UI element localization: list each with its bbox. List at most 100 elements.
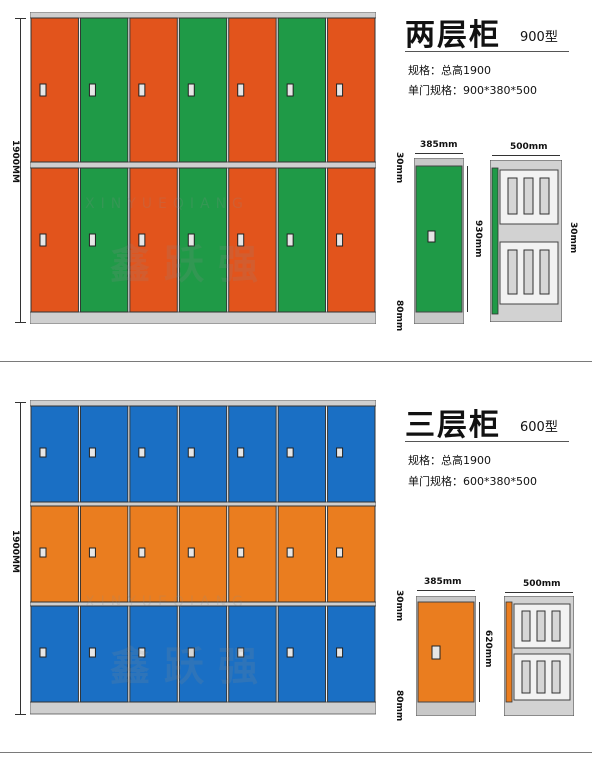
three-tier-title: 三层柜 [405, 408, 501, 443]
door-lock [237, 547, 245, 558]
vent-slot [523, 249, 534, 295]
locker-door [327, 605, 376, 703]
side-bottom-label: 80mm [394, 300, 404, 332]
locker-door [228, 405, 277, 503]
panel-separator-bottom [0, 752, 592, 753]
watermark-cn: 鑫跃强 [110, 242, 272, 288]
locker-door [327, 405, 376, 503]
door-lock [187, 547, 195, 558]
three-tier-inner-view [504, 596, 574, 716]
base-frame [30, 701, 376, 715]
door-dim-line [467, 166, 468, 312]
height-dim-line [20, 18, 21, 322]
three-tier-spec-door: 单门规格：600*380*500 [408, 475, 537, 488]
door-lock [336, 447, 344, 458]
height-dim-tick-bottom-3 [15, 714, 26, 715]
height-dim-line-3 [20, 402, 21, 714]
vent-slot [536, 660, 546, 694]
base-frame [30, 311, 376, 324]
door-lock [138, 547, 146, 558]
locker-door [30, 605, 79, 703]
locker-door [178, 167, 228, 313]
locker-door [129, 505, 178, 603]
side-width-label-3: 385mm [424, 577, 462, 587]
locker-door [327, 167, 376, 313]
door-lock [336, 647, 344, 658]
locker-door [277, 405, 327, 503]
two-tier-inner-view [490, 160, 562, 322]
locker-door [129, 405, 178, 503]
door-lock [39, 447, 47, 458]
door-lock [187, 647, 195, 658]
watermark-en-3: XINYUEQIANG [85, 594, 249, 610]
panel-separator-top [0, 361, 592, 362]
door-lock [88, 83, 96, 97]
door-lock [88, 647, 96, 658]
locker-door [178, 505, 228, 603]
locker-door [79, 505, 129, 603]
locker-door [277, 167, 327, 313]
vent-slot [523, 177, 534, 215]
two-tier-spec-total: 规格：总高1900 [408, 64, 491, 77]
height-dim-tick-top [15, 18, 26, 19]
three-tier-locker-bank [30, 400, 376, 715]
door-lock [286, 647, 294, 658]
title-underline-3 [405, 441, 569, 442]
door-edge [491, 167, 499, 315]
door-lock [88, 447, 96, 458]
door-lock [187, 447, 195, 458]
watermark-en: XINYUEQIANG [85, 196, 249, 212]
door-lock [286, 83, 294, 97]
door-lock [39, 547, 47, 558]
two-tier-spec-door: 单门规格：900*380*500 [408, 84, 537, 97]
height-label-3: 1900MM [10, 530, 20, 573]
door-lock [286, 233, 294, 247]
door-lock [336, 83, 344, 97]
locker-door [79, 167, 129, 313]
locker-door [228, 605, 277, 703]
shelf-frame [30, 501, 376, 507]
side-bottom-label-3: 80mm [394, 690, 404, 722]
door-lock [237, 233, 245, 247]
locker-door [129, 17, 178, 163]
door-lock [39, 233, 47, 247]
side-top-label-3: 30mm [394, 590, 404, 622]
locker-door [79, 605, 129, 703]
title-underline [405, 51, 569, 52]
locker-door [30, 505, 79, 603]
door-lock [187, 233, 195, 247]
door-edge [505, 601, 513, 703]
door-lock [237, 647, 245, 658]
vent-slot [551, 660, 561, 694]
vent-slot [536, 610, 546, 642]
locker-door [277, 17, 327, 163]
locker-door [129, 167, 178, 313]
three-tier-model: 600型 [520, 420, 558, 435]
door-dim-line-3 [479, 602, 480, 702]
two-tier-panel: 1900MM XINYUEQIANG 鑫跃强 两层柜 900型 规格：总高190… [0, 0, 592, 360]
vent-slot [551, 610, 561, 642]
door-lock [88, 547, 96, 558]
top-frame [30, 400, 376, 407]
locker-door [129, 605, 178, 703]
door-lock [138, 233, 146, 247]
middle-frame [30, 161, 376, 169]
locker-door [277, 505, 327, 603]
door-lock [286, 547, 294, 558]
three-tier-spec-total: 规格：总高1900 [408, 454, 491, 467]
locker-door [277, 605, 327, 703]
three-tier-side-view [416, 596, 476, 716]
top-frame [30, 12, 376, 19]
door-lock [187, 83, 195, 97]
locker-door [327, 505, 376, 603]
door-lock [336, 233, 344, 247]
vent-slot [539, 249, 550, 295]
two-tier-side-view [414, 158, 464, 324]
side-door-label-3: 620mm [483, 630, 493, 668]
vent-slot [521, 660, 531, 694]
two-tier-model: 900型 [520, 30, 558, 45]
side-width-line-3 [417, 590, 475, 591]
height-dim-tick-top-3 [15, 402, 26, 403]
door-lock [237, 447, 245, 458]
locker-door [178, 405, 228, 503]
